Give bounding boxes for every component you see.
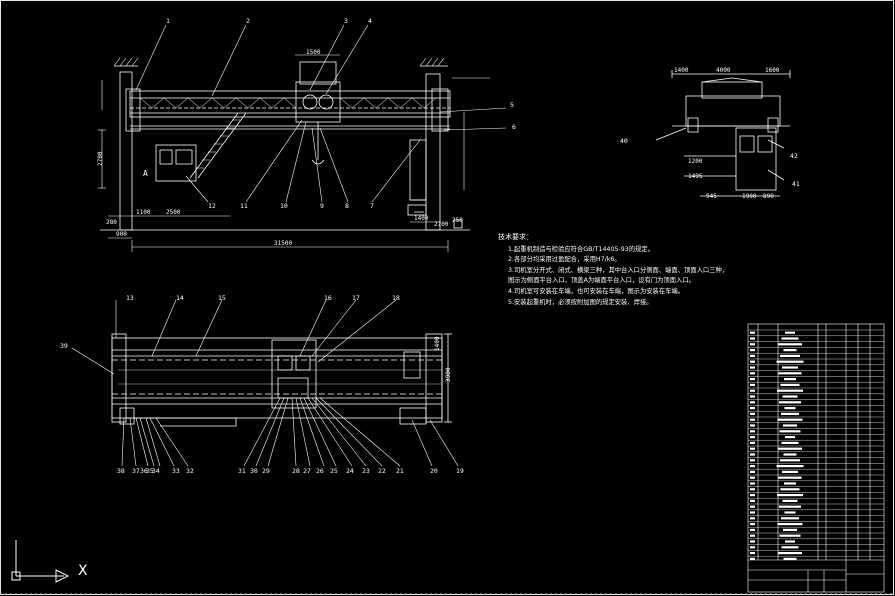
side-dim-b2: 1900 bbox=[742, 193, 757, 200]
callout-24: 24 bbox=[346, 467, 354, 475]
callout-22: 22 bbox=[378, 467, 386, 475]
callout-31: 31 bbox=[238, 467, 246, 475]
dim-left-b: 1100 bbox=[136, 209, 151, 216]
parts-list-rows bbox=[748, 329, 884, 560]
side-view bbox=[655, 70, 791, 197]
dim-right-a: 1400 bbox=[414, 215, 429, 222]
note-line-5: 4.司机室可安装在车端，也可安装在车端，图示为安装在车端。 bbox=[508, 287, 685, 295]
callout-40: 40 bbox=[620, 137, 628, 145]
note-line-3: 3.司机室分开式、闭式、横梁三种，其中台入口分侧面、端面、顶面入口三种， bbox=[508, 266, 729, 274]
callout-11: 11 bbox=[240, 202, 248, 210]
callout-14: 14 bbox=[176, 294, 184, 302]
callout-29: 29 bbox=[262, 467, 270, 475]
dim-right-c: 250 bbox=[452, 217, 463, 224]
callout-15: 15 bbox=[218, 294, 226, 302]
plan-leaders bbox=[71, 299, 459, 467]
dim-trolley: 1500 bbox=[306, 49, 321, 56]
callout-16: 16 bbox=[324, 294, 332, 302]
callout-7: 7 bbox=[370, 202, 374, 210]
dim-left-c: 2500 bbox=[166, 209, 181, 216]
callout-1: 1 bbox=[166, 17, 170, 25]
ucs-icon bbox=[11, 540, 70, 583]
elevation-view bbox=[100, 57, 470, 231]
plan-callouts: 13 14 15 16 17 18 39 38 37 36 35 34 33 3… bbox=[60, 294, 464, 475]
technical-requirements: 技术要求： 1.起重机制造与检验应符合GB/T14405-93的规定。 2.各部… bbox=[498, 232, 728, 308]
dim-height: 2700 bbox=[97, 151, 104, 166]
callout-21: 21 bbox=[396, 467, 404, 475]
callout-3: 3 bbox=[344, 17, 348, 25]
notes-title: 技术要求： bbox=[498, 233, 533, 241]
callout-37: 37 bbox=[132, 467, 140, 475]
plan-view bbox=[111, 333, 452, 427]
callout-5: 5 bbox=[510, 101, 514, 109]
callout-20: 20 bbox=[430, 467, 438, 475]
callout-13: 13 bbox=[126, 294, 134, 302]
side-dim-top-right: 1600 bbox=[765, 67, 780, 74]
callout-34: 34 bbox=[152, 467, 160, 475]
callout-36: 36 bbox=[140, 467, 148, 475]
callout-33: 33 bbox=[172, 467, 180, 475]
elevation-dim-text: 31500 900 1100 2500 280 2700 1500 1400 2… bbox=[97, 49, 463, 247]
note-line-2: 2.各部分均采用过盈配合，采用H7/k6。 bbox=[508, 256, 621, 264]
note-line-4: 图示为侧面平台入口，顶盖A为端面平台入口，设有门为顶面入口。 bbox=[508, 277, 695, 285]
side-dim-top-left: 1400 bbox=[674, 67, 689, 74]
callout-6: 6 bbox=[512, 123, 516, 131]
callout-28: 28 bbox=[292, 467, 300, 475]
plan-dim-text: 1400 3900 bbox=[434, 336, 452, 382]
side-dim-d1: 1200 bbox=[688, 158, 703, 165]
elevation-callouts: 1 2 3 4 5 6 7 8 9 10 11 12 bbox=[166, 17, 516, 210]
plan-dim-right-a: 1400 bbox=[434, 336, 441, 351]
dim-bottom-left: 280 bbox=[106, 219, 117, 226]
side-dim-top-mid: 4000 bbox=[716, 67, 731, 74]
callout-12: 12 bbox=[208, 202, 216, 210]
callout-10: 10 bbox=[280, 202, 288, 210]
dim-left-a: 900 bbox=[116, 231, 127, 238]
note-line-6: 5.安装起重机时，必须按附加图的规定安装、焊接。 bbox=[508, 298, 653, 306]
callout-30: 30 bbox=[250, 467, 258, 475]
dim-right-b: 2700 bbox=[434, 221, 449, 228]
callout-32: 32 bbox=[186, 467, 194, 475]
callout-41: 41 bbox=[792, 180, 800, 188]
callout-42: 42 bbox=[790, 152, 798, 160]
callout-8: 8 bbox=[345, 202, 349, 210]
ucs-x-label: X bbox=[78, 563, 88, 579]
side-dim-b1: 945 bbox=[706, 193, 717, 200]
callout-17: 17 bbox=[352, 294, 360, 302]
dim-mark-a: A bbox=[143, 169, 148, 178]
side-view-text: 1400 4000 1600 1200 1495 945 1900 890 40… bbox=[620, 67, 800, 200]
callout-19: 19 bbox=[456, 467, 464, 475]
callout-25: 25 bbox=[330, 467, 338, 475]
elevation-dimensions bbox=[98, 54, 490, 252]
callout-26: 26 bbox=[316, 467, 324, 475]
side-dim-d2: 1495 bbox=[688, 173, 703, 180]
side-dim-b3: 890 bbox=[763, 193, 774, 200]
title-block bbox=[747, 323, 885, 593]
callout-2: 2 bbox=[246, 17, 250, 25]
note-line-1: 1.起重机制造与检验应符合GB/T14405-93的规定。 bbox=[508, 245, 654, 253]
plan-dim-right-b: 3900 bbox=[445, 367, 452, 382]
callout-9: 9 bbox=[320, 202, 324, 210]
elevation-leaders bbox=[135, 24, 507, 203]
callout-4: 4 bbox=[368, 17, 372, 25]
callout-27: 27 bbox=[303, 467, 311, 475]
callout-39: 39 bbox=[60, 342, 68, 350]
callout-35: 35 bbox=[146, 467, 154, 475]
callout-23: 23 bbox=[362, 467, 370, 475]
callout-18: 18 bbox=[392, 294, 400, 302]
dim-span: 31500 bbox=[274, 240, 292, 247]
callout-38: 38 bbox=[117, 467, 125, 475]
